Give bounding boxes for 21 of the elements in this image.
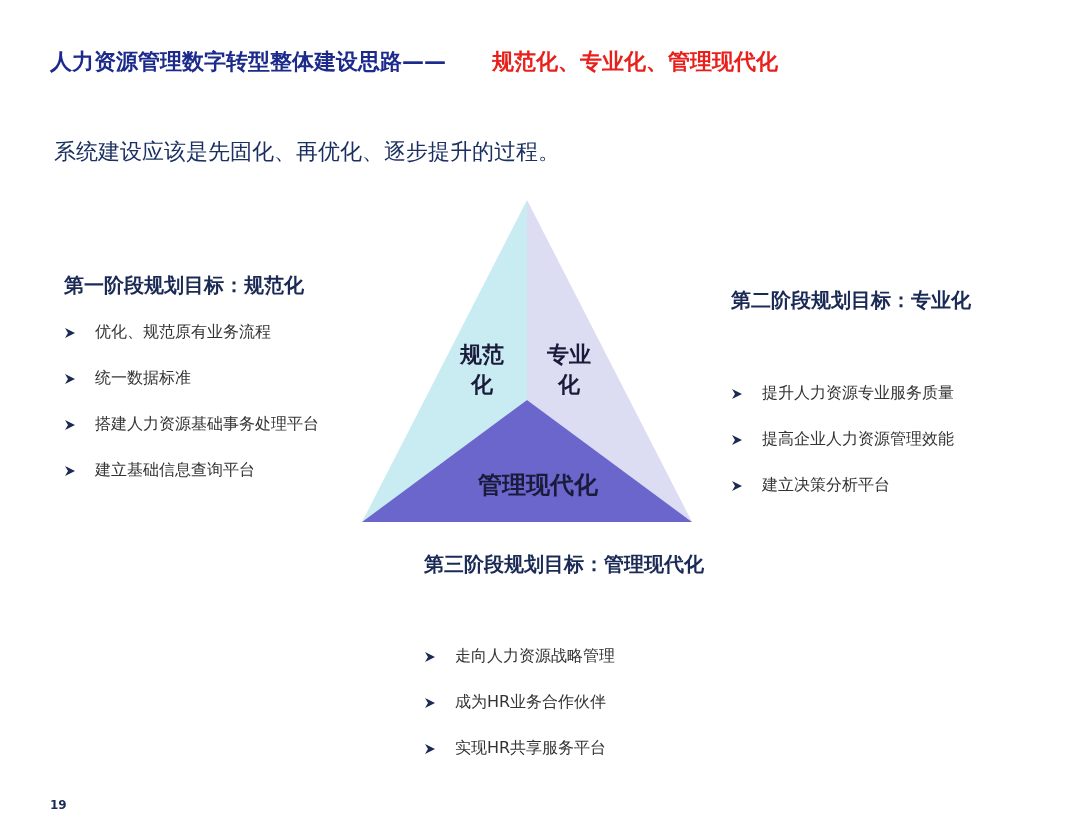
title: 人力资源管理数字转型整体建设思路——	[50, 48, 446, 76]
bullet-text: 提升人力资源专业服务质量	[762, 383, 954, 404]
title-highlight: 规范化、专业化、管理现代化	[492, 48, 778, 76]
bullet-text: 优化、规范原有业务流程	[95, 322, 271, 343]
triangle-segment	[362, 400, 692, 522]
bullet-text: 搭建人力资源基础事务处理平台	[95, 414, 319, 435]
stage-heading: 第三阶段规划目标：管理现代化	[424, 551, 705, 578]
bullet-text: 建立决策分析平台	[762, 475, 890, 496]
bullet-text: 成为HR业务合作伙伴	[455, 692, 607, 713]
segment-label: 规范化	[459, 341, 505, 399]
bullet-text: 提高企业人力资源管理效能	[762, 429, 954, 450]
bullet-text: 走向人力资源战略管理	[455, 646, 615, 667]
intro-text: 系统建设应该是先固化、再优化、逐步提升的过程。	[54, 138, 560, 166]
segment-label: 管理现代化	[477, 470, 599, 501]
stage-heading: 第一阶段规划目标：规范化	[64, 272, 305, 299]
bullet-text: 建立基础信息查询平台	[95, 460, 255, 481]
stage-heading: 第二阶段规划目标：专业化	[731, 287, 972, 314]
bullet-text: 实现HR共享服务平台	[455, 738, 607, 759]
segment-label: 专业化	[546, 341, 592, 399]
bullet-text: 统一数据标准	[95, 368, 191, 389]
page-number: 19	[50, 798, 67, 812]
